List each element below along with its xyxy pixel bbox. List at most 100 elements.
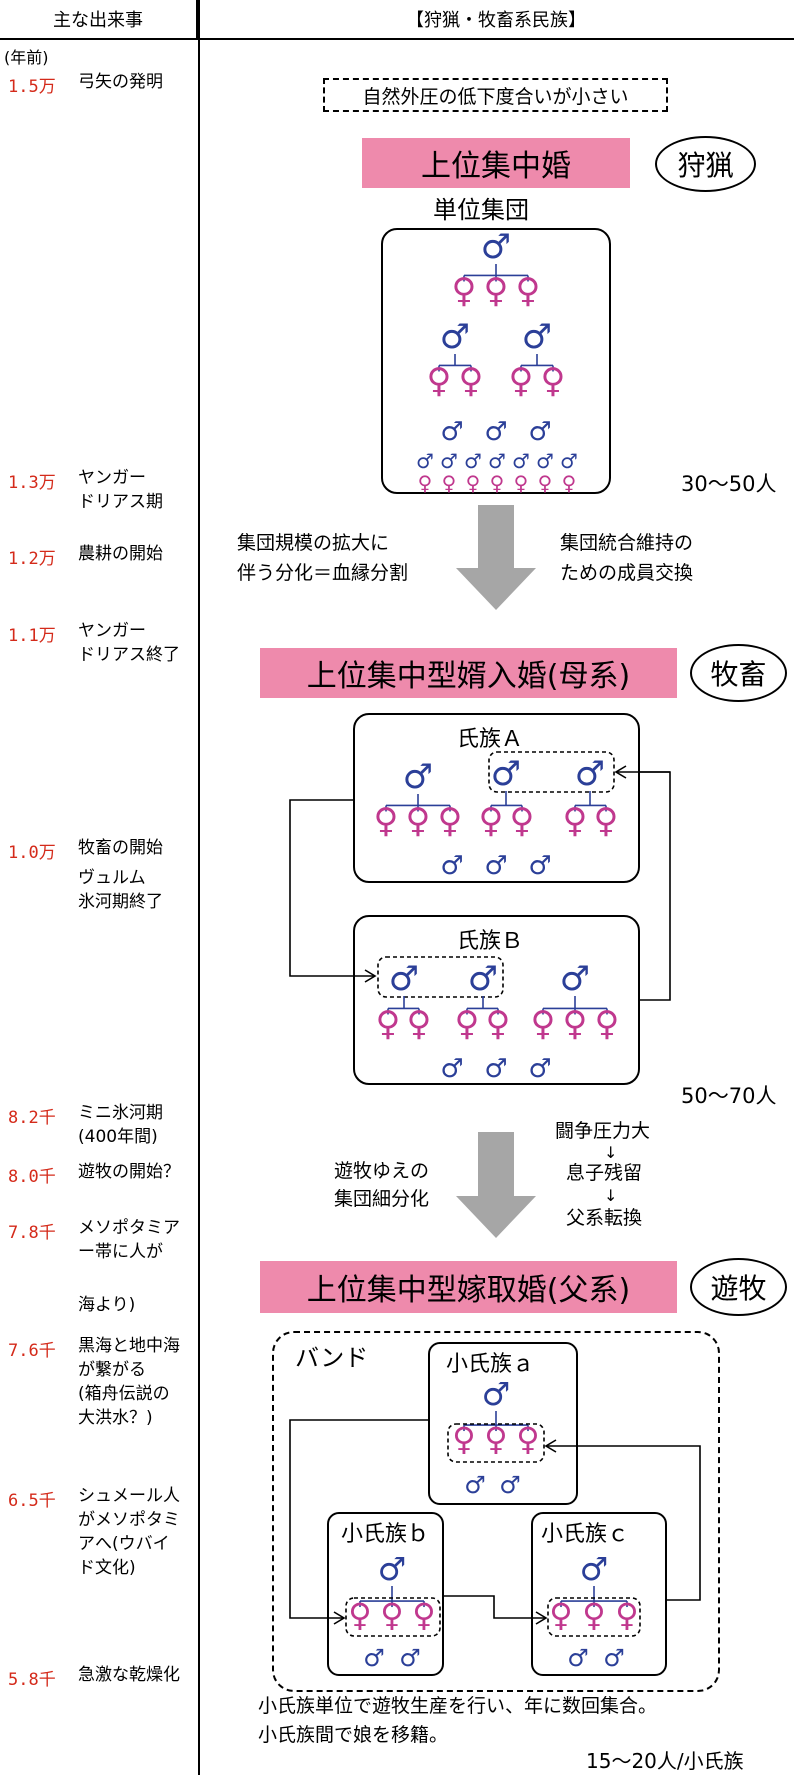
male-icon: ♂: [403, 757, 433, 797]
female-icon: ♀: [516, 271, 541, 311]
female-icon: ♀: [510, 801, 535, 841]
male-icon: ♂: [580, 1550, 609, 1588]
female-icon: ♀: [615, 1596, 638, 1634]
unit-group-box: [381, 228, 611, 494]
arrow1-left-2: 伴う分化＝血縁分割: [237, 562, 409, 584]
timeline-event: 弓矢の発明: [78, 72, 163, 92]
clan-a-label: 氏族Ａ: [457, 727, 524, 752]
timeline-year: 8.2千: [8, 1108, 56, 1128]
small-clan-a-box: [428, 1342, 578, 1505]
female-icon: ♀: [412, 1596, 435, 1634]
male-icon: ♂: [464, 1471, 486, 1499]
female-icon: ♀: [376, 1004, 401, 1044]
timeline-event: メソポタミアー帯に人が: [78, 1218, 180, 1262]
male-icon: ♂: [567, 1644, 589, 1672]
male-icon: ♂: [484, 851, 507, 881]
male-icon: ♂: [481, 227, 511, 267]
timeline-year: 1.2万: [8, 549, 56, 569]
column-divider: [198, 0, 200, 1775]
timeline-event: ヴュルム氷河期終了: [78, 868, 163, 912]
female-icon: ♀: [595, 1004, 620, 1044]
male-icon: ♂: [440, 851, 463, 881]
section1-unit-label: 単位集団: [433, 196, 529, 224]
exchanged-males-box: [377, 956, 504, 998]
arrow2-left-2: 集団細分化: [334, 1188, 430, 1210]
timeline-year: 5.8千: [8, 1670, 56, 1690]
down-arrow: [456, 1132, 536, 1238]
small-clan-a-label: 小氏族ａ: [446, 1352, 535, 1377]
band-label: バンド: [295, 1344, 369, 1372]
female-icon: ♀: [459, 361, 484, 401]
clan-b-box: [353, 915, 640, 1085]
female-icon: ♀: [490, 471, 505, 495]
small-clan-b-label: 小氏族ｂ: [341, 1522, 430, 1547]
transfer-line: [289, 1419, 428, 1619]
arrow1-left-1: 集団規模の拡大に: [237, 532, 390, 554]
male-icon: ♂: [484, 1054, 507, 1084]
down-arrow: [456, 505, 536, 610]
female-icon: ♀: [516, 1420, 539, 1458]
male-icon: ♂: [560, 959, 590, 999]
male-icon: ♂: [440, 417, 463, 447]
female-icon: ♀: [442, 471, 457, 495]
female-icon: ♀: [418, 471, 433, 495]
section1-title: 上位集中婚: [362, 138, 630, 188]
female-icon: ♀: [374, 801, 399, 841]
male-icon: ♂: [363, 1644, 385, 1672]
arrow2-right-4: ↓: [604, 1186, 618, 1205]
arrow1-right-2: ための成員交換: [560, 562, 694, 584]
section3-footer-1: 小氏族単位で遊牧生産を行い、年に数回集合。: [258, 1695, 658, 1717]
timeline-event: 海より): [78, 1295, 136, 1315]
timeline-year: 1.0万: [8, 843, 56, 863]
male-icon: ♂: [389, 959, 419, 999]
section3-title: 上位集中型嫁取婚(父系): [260, 1261, 677, 1313]
section3-footer-2: 小氏族間で娘を移籍。: [258, 1724, 449, 1746]
female-icon: ♀: [486, 1004, 511, 1044]
female-icon: ♀: [562, 471, 577, 495]
male-icon: ♂: [440, 317, 470, 357]
female-icon: ♀: [455, 1004, 480, 1044]
female-icon: ♀: [484, 1420, 507, 1458]
timeline-year: 7.6千: [8, 1341, 56, 1361]
timeline-year: 6.5千: [8, 1491, 56, 1511]
transfer-line: [444, 1595, 546, 1619]
male-icon: ♂: [560, 449, 578, 473]
arrow2-left-1: 遊牧ゆえの: [334, 1160, 430, 1182]
timeline-event: 黒海と地中海が繋がる(箱舟伝説の大洪水？): [78, 1336, 180, 1428]
male-icon: ♂: [488, 449, 506, 473]
section2-count: 50～70人: [681, 1084, 777, 1108]
arrow-head: [364, 969, 377, 983]
female-icon: ♀: [538, 471, 553, 495]
timeline-year: 1.3万: [8, 473, 56, 493]
exchange-line: [289, 799, 375, 977]
arrow-head: [544, 1439, 557, 1453]
section2-tag: 牧畜: [690, 644, 787, 702]
male-icon: ♂: [440, 1054, 463, 1084]
timeline-event: 農耕の開始: [78, 544, 163, 564]
timeline-event: ヤンガードリアス終了: [78, 621, 180, 665]
female-icon: ♀: [549, 1596, 572, 1634]
female-icon: ♀: [541, 361, 566, 401]
timeline-year: 7.8千: [8, 1223, 56, 1243]
unit-label: (年前): [4, 48, 49, 67]
female-icon: ♀: [452, 1420, 475, 1458]
timeline-event: シュメール人がメソポタミアへ(ウバイド文化): [78, 1486, 180, 1578]
arrow-head: [333, 1611, 346, 1625]
small-clan-c-label: 小氏族ｃ: [541, 1522, 630, 1547]
female-icon: ♀: [582, 1596, 605, 1634]
female-icon: ♀: [509, 361, 534, 401]
female-icon: ♀: [563, 1004, 588, 1044]
timeline-year: 8.0千: [8, 1167, 56, 1187]
clan-b-label: 氏族Ｂ: [457, 929, 524, 954]
male-icon: ♂: [528, 417, 551, 447]
male-icon: ♂: [464, 449, 482, 473]
female-icon: ♀: [594, 801, 619, 841]
female-icon: ♀: [348, 1596, 371, 1634]
exchanged-males-box: [488, 751, 615, 793]
header-left: 主な出来事: [0, 0, 198, 40]
male-icon: ♂: [528, 1054, 551, 1084]
arrow2-right-5: 父系転換: [566, 1207, 643, 1229]
arrow2-right-2: ↓: [604, 1143, 618, 1162]
section3-count: 15～20人/小氏族: [586, 1749, 744, 1773]
